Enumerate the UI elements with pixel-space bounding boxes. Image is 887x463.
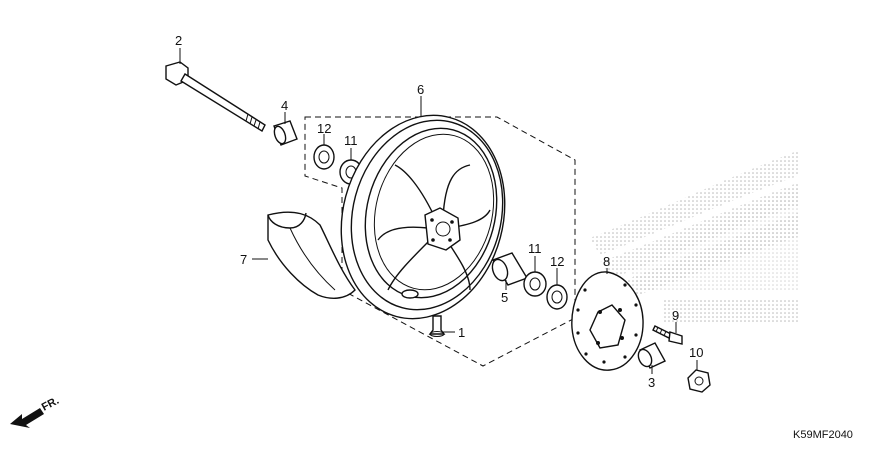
wing-logo-watermark (590, 150, 800, 322)
direction-label: FR. (40, 395, 61, 414)
callout-7: 7 (240, 252, 247, 267)
callout-3: 3 (648, 375, 655, 390)
diagram-code: K59MF2040 (793, 429, 853, 441)
callout-12-right: 12 (550, 254, 564, 269)
brake-disc (571, 271, 644, 371)
leader-lines (179, 48, 698, 374)
callout-4: 4 (281, 98, 288, 113)
hub-collar (637, 342, 666, 369)
callout-1: 1 (458, 325, 465, 340)
side-collar (273, 120, 298, 146)
disc-bolt (652, 325, 683, 345)
dust-seal-left (313, 144, 335, 170)
callout-8: 8 (603, 254, 610, 269)
front-direction-arrow-icon (10, 408, 44, 428)
callout-12-left: 12 (317, 121, 331, 136)
callout-5: 5 (501, 290, 508, 305)
callout-9: 9 (672, 308, 679, 323)
axle-nut (687, 369, 711, 393)
front-fender (267, 211, 356, 299)
dust-seal-right (546, 284, 568, 310)
bearing-right (523, 271, 547, 297)
front-wheel-rim (340, 114, 506, 320)
wheel-assembly-boundary (304, 116, 576, 367)
axle-bolt (165, 61, 266, 132)
tire-valve (428, 315, 446, 337)
callout-6: 6 (417, 82, 424, 97)
callout-10: 10 (689, 345, 703, 360)
callout-11-right: 11 (528, 241, 542, 256)
callout-11-left: 11 (344, 133, 358, 148)
distance-collar (491, 252, 529, 286)
callout-2: 2 (175, 33, 182, 48)
